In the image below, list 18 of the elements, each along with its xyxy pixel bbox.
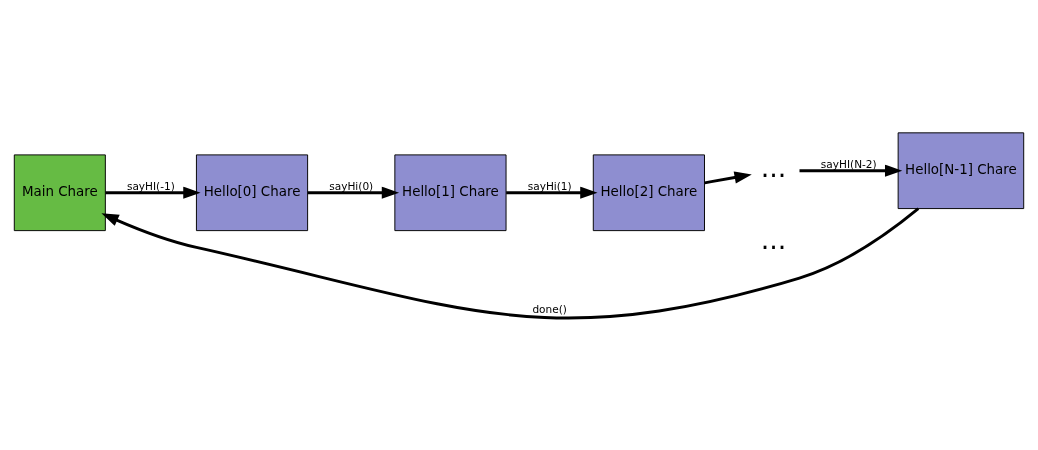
edge-label: sayHi(1) — [527, 179, 572, 192]
arrow — [105, 186, 201, 199]
arrow — [704, 171, 752, 184]
node-box: Hello[N-1] Chare — [897, 131, 1025, 209]
edge-label: done() — [532, 302, 567, 315]
arrow — [799, 164, 903, 177]
node-box: Hello[0] Chare — [195, 153, 309, 231]
edge-label: sayHI(N-2) — [820, 157, 877, 170]
label: ... — [760, 223, 787, 255]
arrow — [506, 186, 598, 199]
node-box: Main Chare — [13, 153, 106, 231]
edge-label: sayHI(-1) — [126, 179, 175, 192]
edge-label: sayHi(0) — [329, 179, 374, 192]
arrow — [307, 186, 400, 199]
node-box: Hello[1] Chare — [394, 153, 507, 231]
node-text: ... — [760, 151, 787, 183]
node-box: Hello[2] Chare — [592, 153, 705, 231]
arrow — [101, 207, 920, 319]
